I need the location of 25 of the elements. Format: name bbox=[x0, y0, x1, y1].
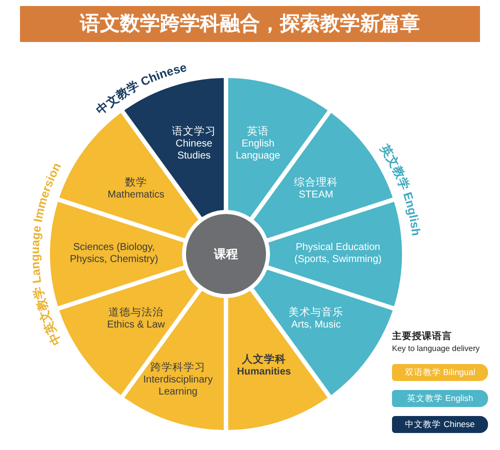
subject-label: 数学 bbox=[124, 176, 148, 190]
subject-label: 道德与法治 bbox=[108, 306, 164, 320]
subject-label: Sciences (Biology, Physics, Chemistry) bbox=[68, 242, 160, 266]
legend-swatch: 双语教学 Bilingual bbox=[392, 364, 488, 381]
center-label: 课程 bbox=[212, 246, 239, 262]
subject-label: English Language bbox=[234, 138, 282, 162]
subject-label: Humanities bbox=[236, 366, 292, 378]
legend-title: 主要授课语言 bbox=[392, 330, 452, 343]
subject-label: 跨学科学习 bbox=[150, 362, 206, 374]
legend-subtitle: Key to language delivery bbox=[392, 344, 480, 353]
subject-label: Arts, Music bbox=[290, 319, 342, 332]
subject-label: 综合理科 bbox=[293, 176, 339, 190]
subject-label: 美术与音乐 bbox=[288, 306, 344, 320]
title-banner: 语文数学跨学科融合，探索教学新篇章 bbox=[20, 6, 480, 42]
subject-label: STEAM bbox=[298, 189, 334, 202]
subject-label: Chinese Studies bbox=[174, 138, 214, 162]
subject-label: Mathematics bbox=[106, 189, 166, 202]
legend-swatch: 英文教学 English bbox=[392, 390, 488, 407]
subject-label: Interdisciplinary Learning bbox=[142, 374, 214, 398]
legend-swatch: 中文教学 Chinese bbox=[392, 416, 488, 433]
subject-label: 英语 bbox=[246, 126, 270, 138]
subject-label: Ethics & Law bbox=[106, 319, 166, 332]
subject-label: 语文学习 bbox=[171, 126, 217, 138]
subject-label: 人文学科 bbox=[241, 354, 287, 366]
subject-label: Physical Education (Sports, Swimming) bbox=[293, 242, 383, 266]
